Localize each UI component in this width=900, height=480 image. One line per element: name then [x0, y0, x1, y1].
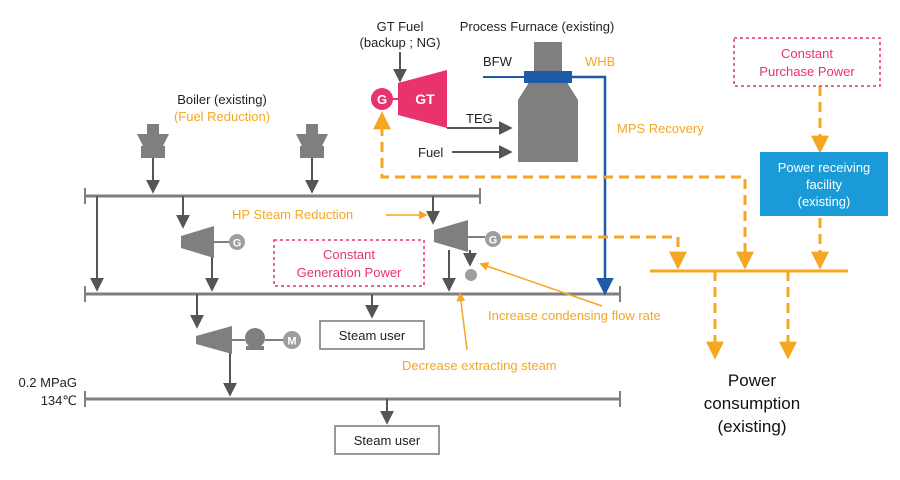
whb-unit [524, 71, 572, 83]
constant-purchase-box [733, 37, 881, 87]
svg-text:M: M [287, 336, 296, 348]
steam-user-mid-box [319, 320, 425, 350]
steam-turbine-2: G [434, 220, 501, 252]
boiler-right [296, 124, 328, 158]
svg-text:G: G [377, 92, 387, 107]
gas-turbine: GT [398, 70, 447, 128]
generator-icon [485, 231, 501, 247]
motor-icon [283, 331, 301, 349]
boiler-label: Boiler (existing) [177, 92, 267, 107]
steam-user-bottom-label: Steam user [354, 433, 421, 448]
hp-steam-reduction-label: HP Steam Reduction [232, 207, 353, 222]
condenser-icon [465, 269, 477, 281]
power-receiving-label: Power receiving [778, 160, 871, 175]
steam-turbine-1: G [181, 226, 245, 258]
power-receiving-existing-label: (existing) [798, 194, 851, 209]
gt-fuel-sub-label: (backup ; NG) [360, 35, 441, 50]
lp-steam-header [84, 391, 621, 407]
increase-condensing-label: Increase condensing flow rate [488, 308, 661, 323]
gt-generator: G [371, 88, 393, 110]
mp-steam-header [84, 286, 621, 302]
steam-user-mid-label: Steam user [339, 328, 406, 343]
constant-generation-box [273, 239, 425, 287]
process-furnace [518, 42, 578, 162]
power-receiving-sub-label: facility [806, 177, 843, 192]
bfw-label: BFW [483, 54, 513, 69]
turbine-motor-set: M [196, 326, 301, 354]
boiler-left [137, 124, 169, 158]
generator-icon [229, 234, 245, 250]
power-consumption-sub-label: consumption [704, 394, 800, 413]
power-consumption-existing-label: (existing) [718, 417, 787, 436]
process-furnace-label: Process Furnace (existing) [460, 19, 615, 34]
constant-purchase-label: Constant [781, 46, 833, 61]
steam-user-bottom-box [334, 425, 440, 455]
temperature-label: 134℃ [41, 393, 77, 408]
pressure-label: 0.2 MPaG [18, 375, 77, 390]
pump-icon [245, 328, 265, 348]
teg-label: TEG [466, 111, 493, 126]
constant-purchase-sub-label: Purchase Power [759, 64, 855, 79]
fuel-reduction-label: (Fuel Reduction) [174, 109, 270, 124]
svg-text:GT: GT [415, 91, 435, 107]
svg-text:G: G [489, 235, 498, 247]
whb-label: WHB [585, 54, 615, 69]
decrease-extracting-label: Decrease extracting steam [402, 358, 557, 373]
hp-steam-header [84, 188, 481, 204]
power-receiving-box [760, 152, 888, 216]
svg-text:G: G [233, 238, 242, 250]
gt-fuel-label: GT Fuel [377, 19, 424, 34]
generator-icon [371, 88, 393, 110]
power-consumption-label: Power [728, 371, 777, 390]
constant-generation-label: Constant [323, 247, 375, 262]
constant-generation-sub-label: Generation Power [297, 265, 402, 280]
fuel-label: Fuel [418, 145, 443, 160]
mps-recovery-label: MPS Recovery [617, 121, 704, 136]
